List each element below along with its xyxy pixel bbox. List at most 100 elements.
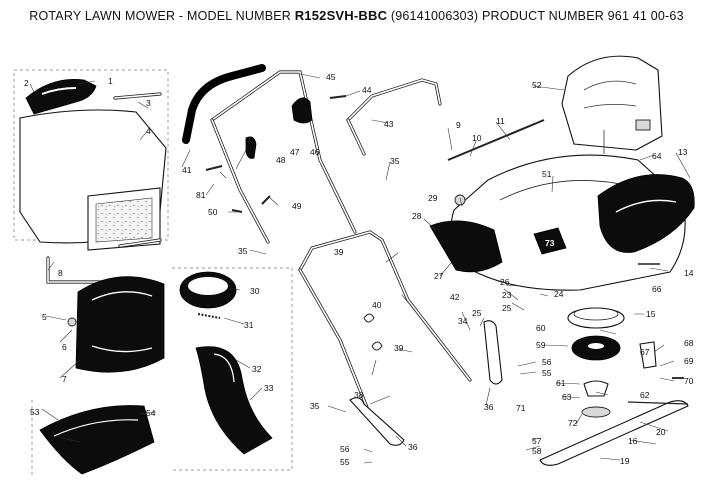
mulch-plug-assembly — [179, 271, 273, 455]
callout-16: 16 — [628, 436, 638, 446]
diagram-title: ROTARY LAWN MOWER - MODEL NUMBER R152SVH… — [0, 8, 713, 23]
callout-24: 24 — [554, 289, 564, 299]
callout-4: 4 — [146, 126, 151, 136]
lower-handle-assembly — [298, 78, 503, 446]
callout-58: 58 — [532, 446, 542, 456]
callout-14: 14 — [684, 268, 694, 278]
callout-42: 42 — [450, 292, 460, 302]
callout-27: 27 — [434, 271, 444, 281]
callout-39b: 39 — [394, 343, 404, 353]
callout-66: 66 — [652, 284, 662, 294]
title-suffix: (96141006303) PRODUCT NUMBER 961 41 00-6… — [390, 9, 684, 23]
cutting-blade-part — [539, 400, 689, 466]
rear-shield-part — [597, 174, 695, 253]
callout-53: 53 — [30, 407, 40, 417]
throttle-control-part — [245, 136, 257, 159]
mulch-chute-part — [195, 346, 273, 455]
callout-64: 64 — [652, 151, 662, 161]
callout-41: 41 — [182, 165, 192, 175]
callout-20: 20 — [656, 427, 666, 437]
callout-48: 48 — [276, 155, 286, 165]
callout-50: 50 — [208, 207, 218, 217]
rear-flap-assembly — [67, 276, 165, 373]
callout-71: 71 — [516, 403, 526, 413]
callout-44: 44 — [362, 85, 372, 95]
callout-59: 59 — [536, 340, 546, 350]
callout-29: 29 — [428, 193, 438, 203]
callout-numbers: 1 2 3 4 5 6 7 8 9 10 11 13 14 15 16 19 2… — [24, 72, 694, 467]
callout-6: 6 — [62, 342, 67, 352]
side-deflector-assembly — [39, 405, 155, 475]
callout-28: 28 — [412, 211, 422, 221]
callout-23: 23 — [502, 290, 512, 300]
side-deflector-part — [39, 405, 155, 475]
callout-15: 15 — [646, 309, 656, 319]
callout-72: 72 — [568, 418, 578, 428]
callout-46: 46 — [310, 147, 320, 157]
mulch-group-box — [172, 267, 293, 471]
callout-73: 73 — [545, 238, 555, 248]
callout-47: 47 — [290, 147, 300, 157]
callout-25b: 25 — [502, 303, 512, 313]
callout-26: 26 — [500, 277, 510, 287]
callout-2: 2 — [24, 78, 29, 88]
callout-68: 68 — [684, 338, 694, 348]
callout-35b: 35 — [238, 246, 248, 256]
handle-bracket-part — [349, 397, 405, 446]
callout-70: 70 — [684, 376, 694, 386]
group-boxes — [13, 69, 293, 475]
callout-8: 8 — [58, 268, 63, 278]
callout-35c: 35 — [310, 401, 320, 411]
callout-35a: 35 — [390, 156, 400, 166]
callout-9: 9 — [456, 120, 461, 130]
rear-flap-part — [75, 276, 165, 373]
callout-5: 5 — [42, 312, 47, 322]
model-number: R152SVH-BBC — [294, 8, 388, 23]
callout-1: 1 — [108, 76, 113, 86]
callout-62: 62 — [640, 390, 650, 400]
callout-39a: 39 — [334, 247, 344, 257]
mid-handle-part — [298, 230, 472, 382]
engine-part — [561, 55, 663, 151]
engine-assembly — [561, 55, 663, 154]
callout-81: 81 — [196, 190, 206, 200]
callout-56a: 56 — [542, 357, 552, 367]
blade-assembly — [447, 119, 689, 466]
callout-54: 54 — [146, 408, 156, 418]
callout-38: 38 — [354, 390, 364, 400]
callout-57: 57 — [532, 436, 542, 446]
callout-61: 61 — [556, 378, 566, 388]
bail-bracket-part — [639, 341, 657, 369]
callout-63: 63 — [562, 392, 572, 402]
mulch-spring-part — [197, 313, 221, 319]
callout-25a: 25 — [472, 308, 482, 318]
catcher-handle-part — [25, 79, 97, 115]
callout-30: 30 — [250, 286, 260, 296]
callout-69: 69 — [684, 356, 694, 366]
callout-32: 32 — [252, 364, 262, 374]
upper-handle-part — [210, 70, 357, 234]
handle-bracket-right-part — [483, 320, 503, 385]
callout-31: 31 — [244, 320, 254, 330]
callout-52: 52 — [532, 80, 542, 90]
callout-49: 49 — [292, 201, 302, 211]
callout-7: 7 — [62, 374, 67, 384]
flap-screw-part — [67, 317, 77, 327]
grass-catcher-assembly — [19, 79, 167, 284]
callout-19: 19 — [620, 456, 630, 466]
callout-36a: 36 — [484, 402, 494, 412]
upper-handle-assembly — [182, 64, 357, 244]
callout-60: 60 — [536, 323, 546, 333]
blade-washer-part — [581, 406, 611, 418]
deck-label-73 — [533, 227, 567, 255]
callout-55b: 55 — [340, 457, 350, 467]
callout-36b: 36 — [408, 442, 418, 452]
leader-lines — [29, 73, 691, 464]
adapter-hub-part — [583, 380, 609, 397]
handle-grip-part — [182, 64, 266, 144]
control-bail-part — [291, 97, 313, 124]
grassbag-group-box — [13, 69, 169, 241]
callout-33: 33 — [264, 383, 274, 393]
callout-13: 13 — [678, 147, 688, 157]
